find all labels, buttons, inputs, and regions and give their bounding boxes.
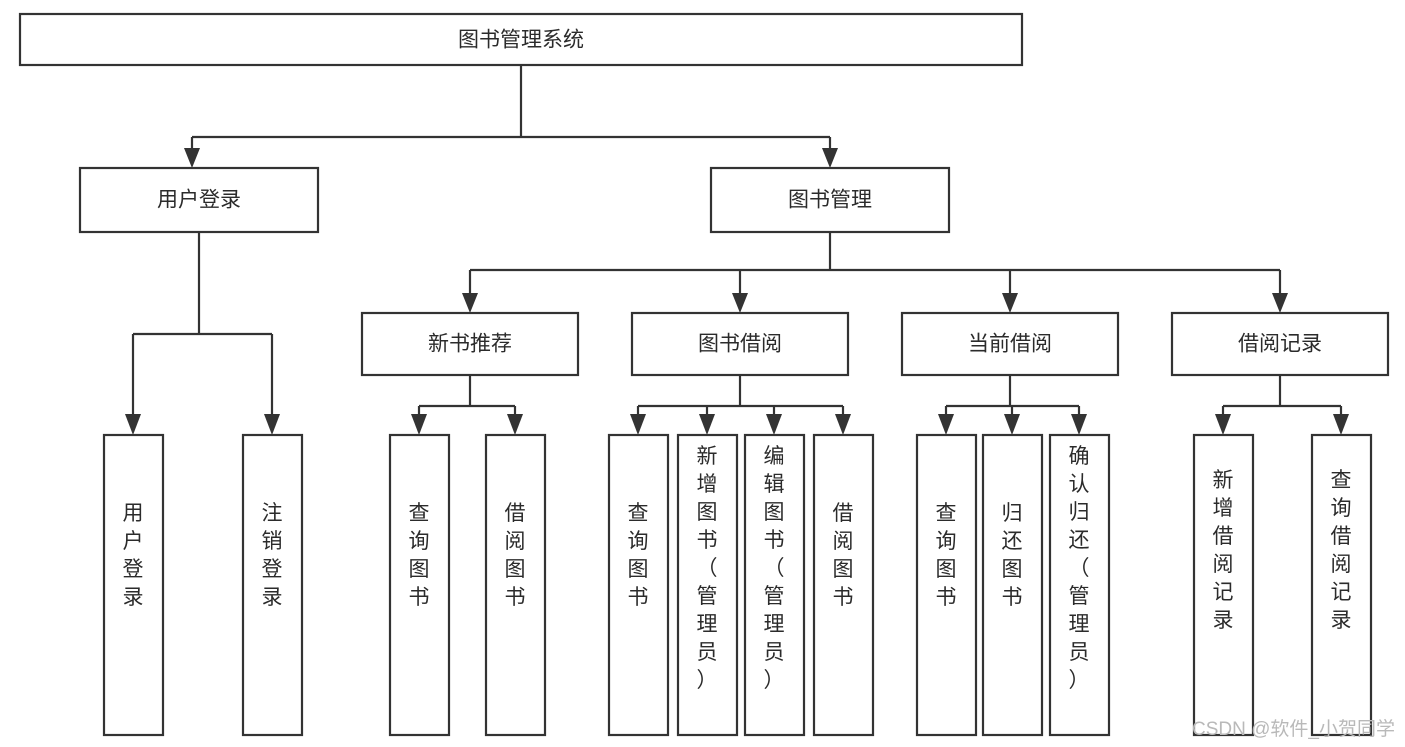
connector-group-root xyxy=(184,65,838,168)
node-leaf-4-box[interactable] xyxy=(484,433,547,737)
arrow-head-leaf-12 xyxy=(1215,414,1231,435)
connector-group-borrow xyxy=(630,375,851,435)
node-leaf-6-label: 新增图书（管理员） xyxy=(697,445,718,692)
arrow-head-records xyxy=(1272,293,1288,313)
node-leaf-8-box[interactable] xyxy=(812,433,875,737)
arrow-head-leaf-5 xyxy=(630,414,646,435)
arrow-head-leaf-7 xyxy=(766,414,782,435)
node-leaf-6[interactable]: 新增图书（管理员） xyxy=(676,433,739,737)
node-leaf-8[interactable]: 借阅图书 xyxy=(812,433,875,737)
node-records[interactable]: 借阅记录 xyxy=(1170,311,1390,377)
node-leaf-5[interactable]: 查询图书 xyxy=(607,433,670,737)
node-records-label: 借阅记录 xyxy=(1238,333,1322,356)
node-current-box[interactable] xyxy=(900,311,1120,377)
arrow-head-leaf-10 xyxy=(1004,414,1020,435)
node-leaf-12-box[interactable] xyxy=(1192,433,1255,737)
node-leaf-1-label: 用户登录 xyxy=(123,502,144,609)
node-login-label: 用户登录 xyxy=(157,189,241,212)
node-bookmgmt-label: 图书管理 xyxy=(788,189,872,212)
arrow-head-bookmgmt xyxy=(822,148,838,168)
node-leaf-9-box[interactable] xyxy=(915,433,978,737)
node-bookmgmt-box[interactable] xyxy=(709,166,951,234)
node-records-box[interactable] xyxy=(1170,311,1390,377)
connector-group-newbook xyxy=(411,375,523,435)
node-leaf-13-label: 查询借阅记录 xyxy=(1331,469,1352,632)
arrow-head-leaf-6 xyxy=(699,414,715,435)
node-bookmgmt[interactable]: 图书管理 xyxy=(709,166,951,234)
node-borrow[interactable]: 图书借阅 xyxy=(630,311,850,377)
arrow-head-newbook xyxy=(462,293,478,313)
arrow-head-leaf-11 xyxy=(1071,414,1087,435)
node-newbook[interactable]: 新书推荐 xyxy=(360,311,580,377)
arrow-head-leaf-3 xyxy=(411,414,427,435)
node-leaf-13-box[interactable] xyxy=(1310,433,1373,737)
arrow-head-current xyxy=(1002,293,1018,313)
node-borrow-label: 图书借阅 xyxy=(698,333,782,356)
node-newbook-label: 新书推荐 xyxy=(428,333,512,356)
node-leaf-12-label: 新增借阅记录 xyxy=(1213,469,1234,632)
node-root-label: 图书管理系统 xyxy=(458,29,584,52)
connector-group-records xyxy=(1215,375,1349,435)
node-leaf-10-label: 归还图书 xyxy=(1002,502,1023,609)
node-leaf-4[interactable]: 借阅图书 xyxy=(484,433,547,737)
arrow-head-borrow xyxy=(732,293,748,313)
node-leaf-13[interactable]: 查询借阅记录 xyxy=(1310,433,1373,737)
node-leaf-10-box[interactable] xyxy=(981,433,1044,737)
node-leaf-9-label: 查询图书 xyxy=(936,502,957,609)
node-leaf-7-box[interactable] xyxy=(743,433,806,737)
node-leaf-2[interactable]: 注销登录 xyxy=(241,433,304,737)
node-login[interactable]: 用户登录 xyxy=(78,166,320,234)
node-newbook-box[interactable] xyxy=(360,311,580,377)
arrow-head-login xyxy=(184,148,200,168)
node-leaf-5-box[interactable] xyxy=(607,433,670,737)
node-leaf-2-label: 注销登录 xyxy=(262,502,283,609)
node-leaf-1[interactable]: 用户登录 xyxy=(102,433,165,737)
node-leaf-3[interactable]: 查询图书 xyxy=(388,433,451,737)
node-leaf-10[interactable]: 归还图书 xyxy=(981,433,1044,737)
node-leaf-7-label: 编辑图书（管理员） xyxy=(764,445,785,692)
node-leaf-6-box[interactable] xyxy=(676,433,739,737)
node-leaf-7[interactable]: 编辑图书（管理员） xyxy=(743,433,806,737)
node-leaf-8-label: 借阅图书 xyxy=(833,502,854,609)
csdn-watermark: CSDN @软件_小贺同学 xyxy=(1192,719,1395,740)
arrow-head-leaf-2 xyxy=(264,414,280,435)
arrow-head-leaf-9 xyxy=(938,414,954,435)
node-root-box[interactable] xyxy=(18,12,1024,67)
node-current-label: 当前借阅 xyxy=(968,333,1052,356)
node-leaf-2-box[interactable] xyxy=(241,433,304,737)
node-leaf-5-label: 查询图书 xyxy=(628,502,649,609)
node-leaf-11-label: 确认归还（管理员） xyxy=(1069,445,1090,692)
connector-group-current xyxy=(938,375,1087,435)
node-login-box[interactable] xyxy=(78,166,320,234)
node-borrow-box[interactable] xyxy=(630,311,850,377)
arrow-head-leaf-8 xyxy=(835,414,851,435)
arrow-head-leaf-4 xyxy=(507,414,523,435)
node-leaf-1-box[interactable] xyxy=(102,433,165,737)
connector-group-login xyxy=(125,232,280,435)
node-leaf-4-label: 借阅图书 xyxy=(505,502,526,609)
arrow-head-leaf-13 xyxy=(1333,414,1349,435)
arrow-head-leaf-1 xyxy=(125,414,141,435)
node-current[interactable]: 当前借阅 xyxy=(900,311,1120,377)
node-leaf-9[interactable]: 查询图书 xyxy=(915,433,978,737)
node-leaf-11[interactable]: 确认归还（管理员） xyxy=(1048,433,1111,737)
connector-group-bookmgmt xyxy=(462,232,1288,313)
node-leaf-11-box[interactable] xyxy=(1048,433,1111,737)
node-leaf-12[interactable]: 新增借阅记录 xyxy=(1192,433,1255,737)
node-leaf-3-box[interactable] xyxy=(388,433,451,737)
node-leaf-3-label: 查询图书 xyxy=(409,502,430,609)
node-root[interactable]: 图书管理系统 xyxy=(18,12,1024,67)
